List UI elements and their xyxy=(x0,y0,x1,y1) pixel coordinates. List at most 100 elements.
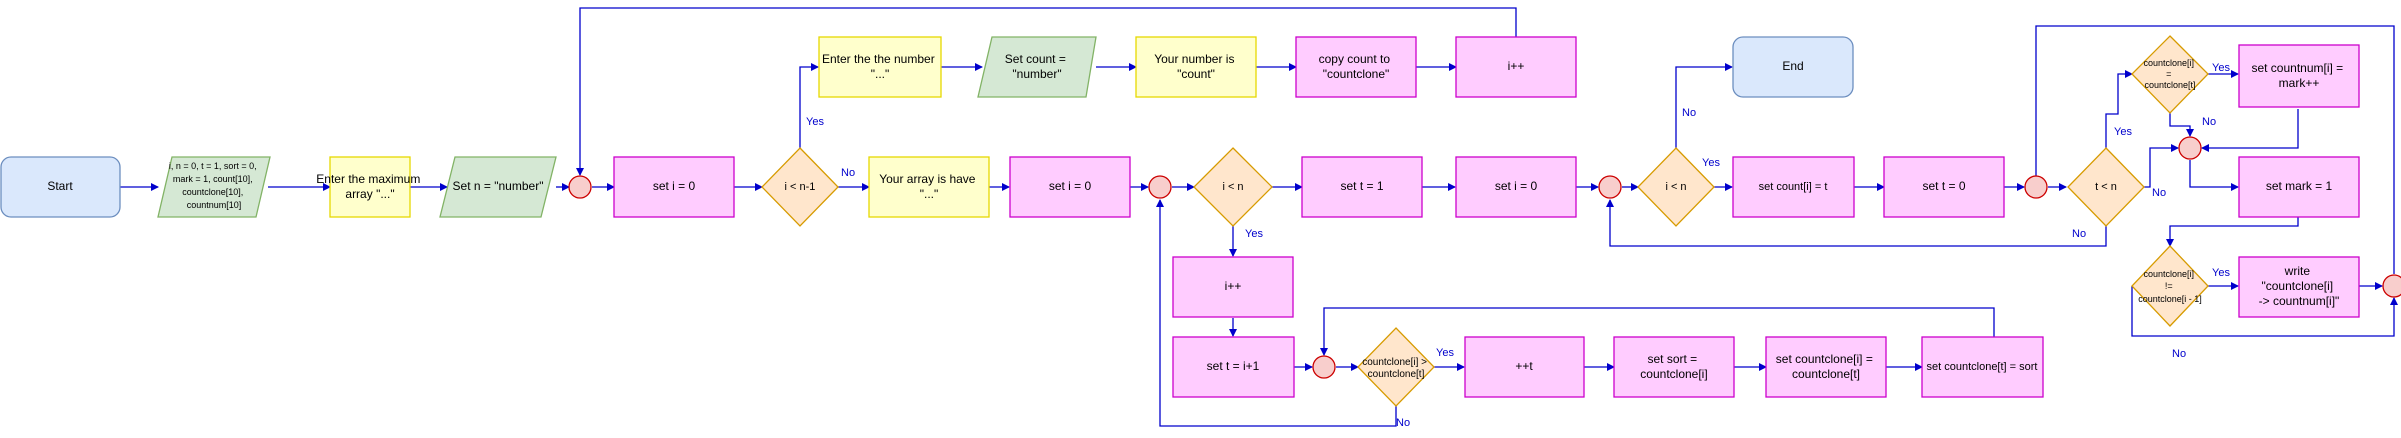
edge-setmark-ne xyxy=(2166,217,2299,247)
connector-2 xyxy=(1148,175,1172,199)
set-countnum-box: set countnum[i] = mark++ xyxy=(2238,44,2360,108)
svg-text:set i = 0: set i = 0 xyxy=(1495,179,1538,193)
inc-t-box: ++t xyxy=(1464,336,1585,398)
svg-text:set countnum[i] = mark: set countnum[i] = mark++ xyxy=(2251,61,2346,90)
set-n-label: Set n = "number" xyxy=(453,179,544,193)
svg-text:set countclone[i] = co: set countclone[i] = countclone[t] xyxy=(1776,352,1876,381)
label-yes-5: Yes xyxy=(2114,126,2132,138)
svg-text:countclone[i] !=: countclone[i] != countclone[i - 1] xyxy=(2138,269,2202,304)
svg-text:set t = i+1: set t = i+1 xyxy=(1207,359,1260,373)
svg-text:Your array is have "..: Your array is have "..." xyxy=(879,172,979,201)
svg-text:set mark = 1: set mark = 1 xyxy=(2266,179,2333,193)
end-terminal: End xyxy=(1732,36,1854,98)
label-yes-4: Yes xyxy=(1702,157,1720,169)
svg-text:i < n-1: i < n-1 xyxy=(785,181,816,193)
cond-i-n-a-diamond: i < n xyxy=(1193,147,1273,227)
start-terminal: Start xyxy=(0,156,121,218)
svg-text:i < n: i < n xyxy=(1665,181,1686,193)
edge-cond-yes-enter xyxy=(799,63,819,148)
nodes: Start i, n = 0, t = 1, sort = 0, mark = … xyxy=(0,35,2401,407)
svg-text:t < n: t < n xyxy=(2095,181,2117,193)
enter-max-box: Enter the maximum array "..." xyxy=(316,156,423,218)
inc-i-top-box: i++ xyxy=(1455,36,1577,98)
label-no-5: No xyxy=(2072,228,2086,240)
set-i0-a-box: set i = 0 xyxy=(613,156,735,218)
set-count-io: Set count = "number" xyxy=(977,36,1097,98)
label-yes-6: Yes xyxy=(2212,62,2230,74)
label-no-4: No xyxy=(2152,187,2166,199)
label-yes-1: Yes xyxy=(806,116,824,128)
set-t-i1-box: set t = i+1 xyxy=(1172,336,1295,398)
svg-text:i++: i++ xyxy=(1508,59,1525,73)
connector-1 xyxy=(568,175,592,199)
edge-inc-loop xyxy=(576,7,1517,176)
cond-clone-diamond: countclone[i] > countclone[t] xyxy=(1357,327,1435,407)
svg-text:countclone[i] =: countclone[i] = countclone[t] xyxy=(2143,58,2196,90)
set-i0-c-box: set i = 0 xyxy=(1455,156,1577,218)
edge-setclonet-loop xyxy=(1320,307,1995,356)
edge-conn7-loop xyxy=(2032,25,2395,274)
svg-text:Enter the the number ": Enter the the number "..." xyxy=(822,52,938,81)
set-n-io: Set n = "number" xyxy=(439,156,557,218)
copy-count-box: copy count to "countclone" xyxy=(1295,36,1417,98)
svg-text:i < n: i < n xyxy=(1222,181,1243,193)
set-clone-t-box: set countclone[t] = sort xyxy=(1921,336,2044,398)
svg-text:set i = 0: set i = 0 xyxy=(1049,179,1092,193)
enter-number-box: Enter the the number "..." xyxy=(818,36,942,98)
edge-countnum-conn6 xyxy=(2201,109,2299,152)
edge-condclone-no-back xyxy=(1156,199,1397,427)
cond-t-n-diamond: t < n xyxy=(2067,147,2145,227)
label-no-1: No xyxy=(841,167,855,179)
cond-clone-ne-diamond: countclone[i] != countclone[i - 1] xyxy=(2131,245,2209,327)
edge-conn6-setmark xyxy=(2189,160,2239,191)
label-yes-7: Yes xyxy=(2212,267,2230,279)
your-array-box: Your array is have "..." xyxy=(868,156,990,218)
label-yes-2: Yes xyxy=(1245,228,1263,240)
edge-condtn-yes-up xyxy=(2105,70,2133,148)
label-no-7: No xyxy=(2172,348,2186,360)
connector-5 xyxy=(1312,355,1336,379)
end-label: End xyxy=(1782,59,1803,73)
connector-3 xyxy=(1598,175,1622,199)
svg-text:set sort = countclone[: set sort = countclone[i] xyxy=(1640,352,1707,381)
connector-4 xyxy=(2024,175,2048,199)
svg-text:++t: ++t xyxy=(1515,359,1533,373)
your-number-box: Your number is "count" xyxy=(1135,36,1257,98)
svg-text:Your number is "count": Your number is "count" xyxy=(1154,52,1238,81)
set-t0-box: set t = 0 xyxy=(1883,156,2005,218)
edge-labels: Yes No Yes Yes No No Yes Yes No No Yes N… xyxy=(806,62,2230,429)
svg-text:set i = 0: set i = 0 xyxy=(653,179,696,193)
label-no-2: No xyxy=(1396,417,1410,429)
set-sort-box: set sort = countclone[i] xyxy=(1613,336,1735,398)
svg-text:set t = 1: set t = 1 xyxy=(1340,179,1383,193)
enter-max-label: Enter the maximum array "..." xyxy=(316,172,423,201)
label-yes-3: Yes xyxy=(1436,347,1454,359)
set-clone-i-box: set countclone[i] = countclone[t] xyxy=(1765,336,1887,398)
edges xyxy=(120,7,2398,427)
edge-condtn-no-back xyxy=(1606,199,2107,247)
edge-condinb-no-end xyxy=(1675,63,1733,148)
cond-clone-eq-diamond: countclone[i] = countclone[t] xyxy=(2131,35,2209,114)
svg-text:countclone[i] > countc: countclone[i] > countclone[t] xyxy=(1362,357,1430,380)
svg-text:set count[i] = t: set count[i] = t xyxy=(1759,181,1828,193)
svg-text:set countclone[t] = sort: set countclone[t] = sort xyxy=(1927,361,2038,373)
set-mark-box: set mark = 1 xyxy=(2238,156,2360,218)
start-label: Start xyxy=(47,179,73,193)
svg-text:Set count = "number": Set count = "number" xyxy=(1005,52,1069,81)
set-t1-box: set t = 1 xyxy=(1301,156,1423,218)
edge-eq-no-conn6 xyxy=(2169,113,2194,137)
edge-condtn-no-right xyxy=(2144,144,2179,188)
label-no-3: No xyxy=(1682,107,1696,119)
inc-i-mid-box: i++ xyxy=(1172,256,1294,318)
cond-i-n1-diamond: i < n-1 xyxy=(761,147,839,227)
cond-i-n-b-diamond: i < n xyxy=(1637,147,1715,227)
svg-text:set t = 0: set t = 0 xyxy=(1922,179,1965,193)
connector-6 xyxy=(2178,136,2202,160)
svg-text:copy count to "countcl: copy count to "countclone" xyxy=(1319,52,1394,81)
label-no-6: No xyxy=(2202,116,2216,128)
edge-ne-no-conn7 xyxy=(2131,286,2398,337)
svg-text:write "countclone[i]: write "countclone[i] -> countnum[i]" xyxy=(2259,264,2340,308)
connector-7 xyxy=(2382,274,2401,298)
set-count-i-box: set count[i] = t xyxy=(1732,156,1855,218)
